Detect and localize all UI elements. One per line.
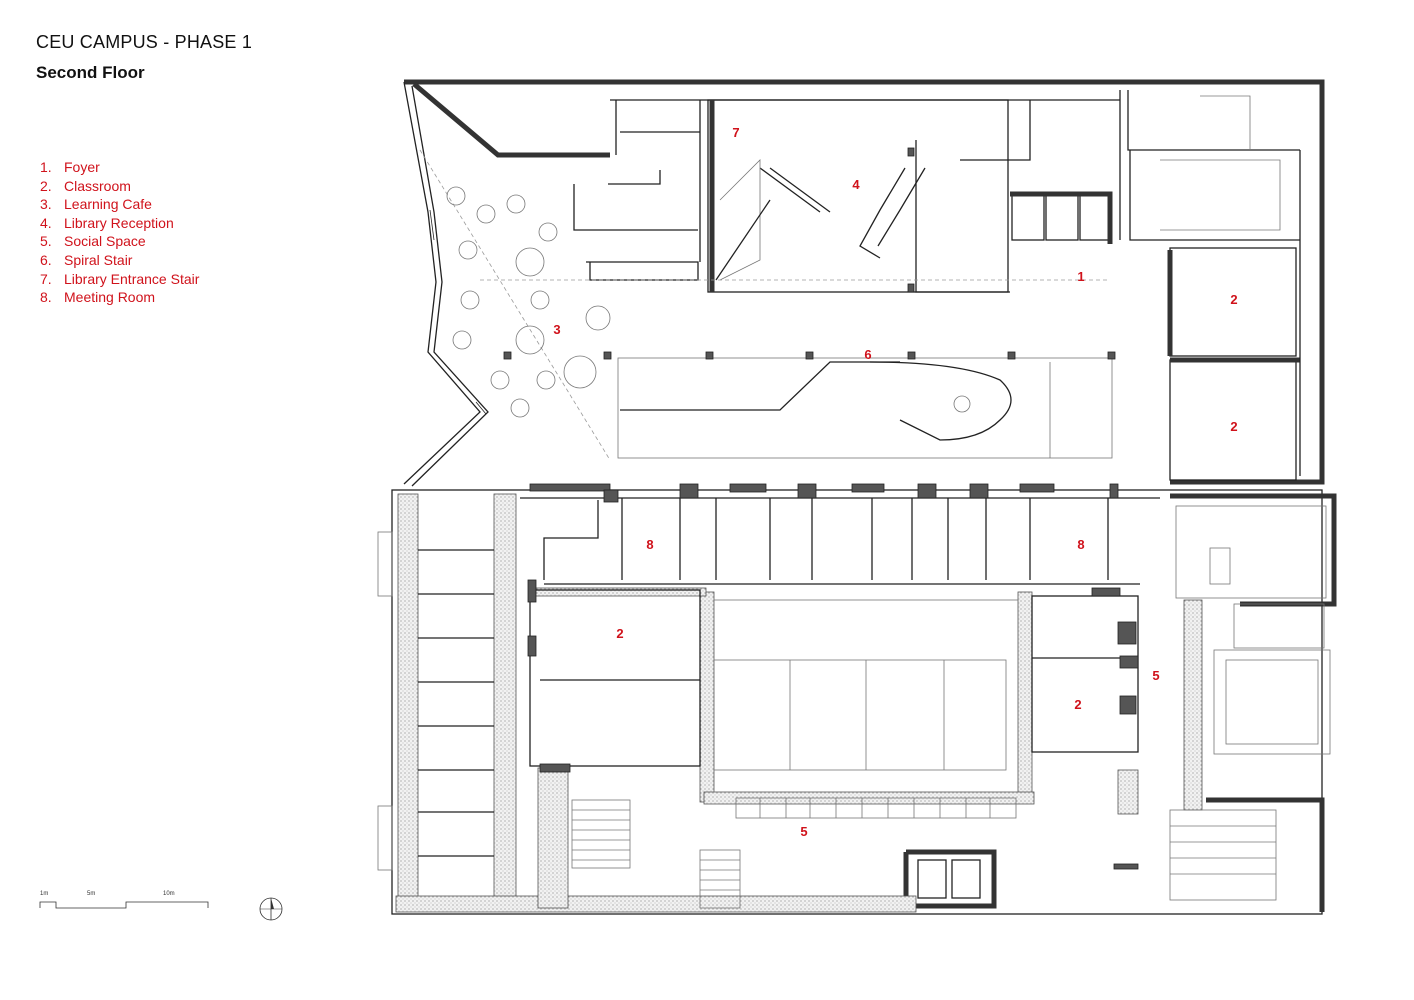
room-label-learning-cafe: 3 <box>553 322 560 337</box>
legend-item: 3. Learning Cafe <box>40 195 199 214</box>
legend-number: 4. <box>40 214 52 231</box>
legend-number: 1. <box>40 159 52 175</box>
legend-item: 6. Spiral Stair <box>40 251 199 270</box>
north-arrow-icon <box>259 897 283 921</box>
legend-number: 2. <box>40 177 52 194</box>
north-building <box>403 79 1325 487</box>
legend-item: 7. Library Entrance Stair <box>40 270 199 289</box>
room-label-classroom: 2 <box>616 626 623 641</box>
scale-mark-5m: 5m <box>87 891 95 897</box>
room-label-social-space: 5 <box>1152 668 1159 683</box>
legend-item: 5. Social Space <box>40 232 199 251</box>
floor-title: Second Floor <box>36 63 145 82</box>
room-legend: 1. Foyer 2. Classroom 3. Learning Cafe 4. Li… <box>40 158 199 307</box>
scale-mark-10m: 10m <box>163 891 175 897</box>
scale-bar: 1m 5m 10m <box>39 891 209 909</box>
legend-label: Library Entrance Stair <box>64 270 200 287</box>
room-label-classroom: 2 <box>1230 419 1237 434</box>
room-label-social-space: 5 <box>800 824 807 839</box>
legend-label: Social Space <box>64 233 146 250</box>
legend-label: Spiral Stair <box>64 251 133 268</box>
legend-number: 5. <box>40 233 52 250</box>
legend-item: 4. Library Reception <box>40 214 199 233</box>
room-label-spiral-stair: 6 <box>864 347 871 362</box>
legend-label: Foyer <box>64 159 100 175</box>
legend-number: 3. <box>40 196 52 213</box>
legend-label: Library Reception <box>64 214 174 231</box>
south-building <box>377 483 1337 915</box>
room-label-foyer: 1 <box>1077 269 1084 284</box>
legend-number: 8. <box>40 289 52 306</box>
legend-number: 6. <box>40 251 52 268</box>
legend-number: 7. <box>40 270 52 287</box>
room-label-meeting-room: 8 <box>1077 537 1084 552</box>
legend-label: Learning Cafe <box>64 196 152 213</box>
legend-item: 8. Meeting Room <box>40 288 199 307</box>
drawing-title: CEU CAMPUS - PHASE 1 <box>36 32 253 52</box>
legend-label: Meeting Room <box>64 289 156 306</box>
legend-label: Classroom <box>64 177 131 194</box>
room-label-library-reception: 4 <box>852 177 860 192</box>
legend-item: 1. Foyer <box>40 158 199 177</box>
room-label-classroom: 2 <box>1230 292 1237 307</box>
room-label-library-entrance-stair: 7 <box>732 125 739 140</box>
room-labels: 1 2 2 2 2 3 4 5 5 6 7 8 8 <box>553 125 1237 839</box>
scale-mark-1m: 1m <box>40 891 48 897</box>
room-label-classroom: 2 <box>1074 697 1081 712</box>
room-label-meeting-room: 8 <box>646 537 653 552</box>
legend-item: 2. Classroom <box>40 177 199 196</box>
